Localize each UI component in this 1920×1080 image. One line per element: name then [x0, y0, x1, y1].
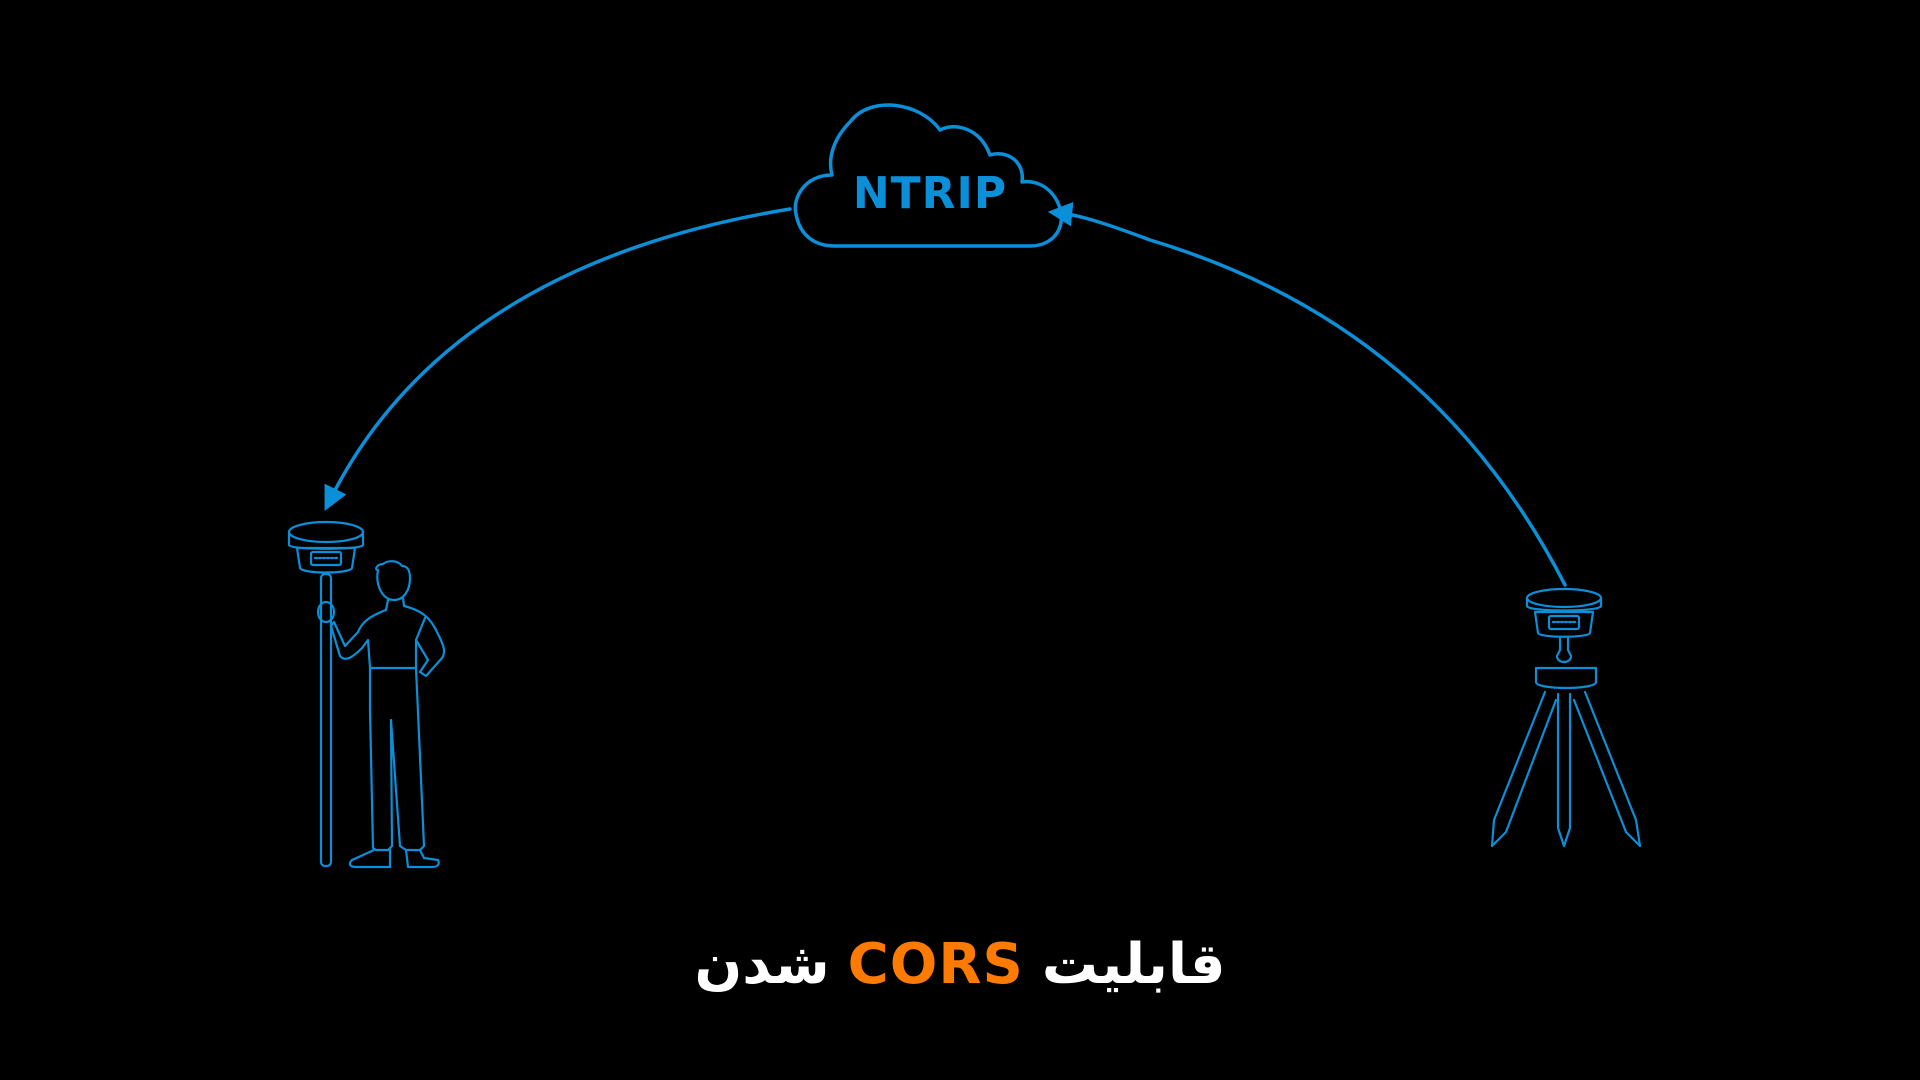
correction-stream-arrow [324, 207, 792, 511]
surveyor-with-gnss-rover-icon [287, 520, 446, 869]
caption-before: قابلیت [1041, 932, 1226, 997]
gnss-base-on-tripod-icon [1490, 587, 1642, 848]
caption-after: شدن [694, 932, 830, 997]
cloud-label: NTRIP [853, 168, 1007, 219]
slide-caption: قابلیت CORS شدن [0, 925, 1920, 1005]
cloud-icon: NTRIP [793, 103, 1064, 248]
base-upload-arrow [1047, 202, 1567, 587]
caption-highlight: CORS [847, 932, 1024, 997]
